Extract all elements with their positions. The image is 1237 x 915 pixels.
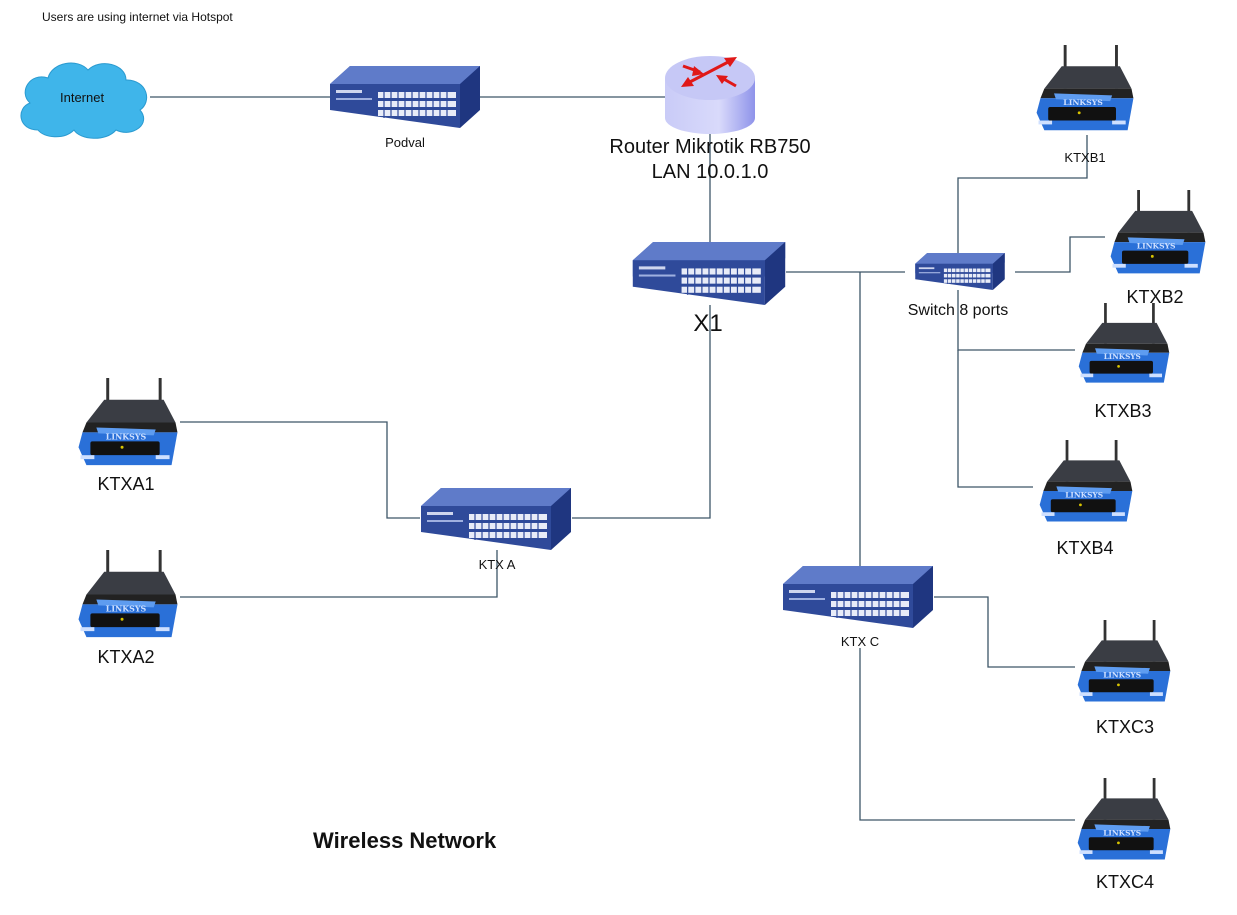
- switch8-node[interactable]: Switch 8 ports: [908, 253, 1008, 319]
- wireless-router-icon: [1078, 303, 1170, 383]
- router-label-line2: LAN 10.0.1.0: [652, 161, 769, 183]
- wireless-router-icon: [1077, 620, 1171, 702]
- switch-icon: [914, 253, 1006, 290]
- ktxc3-label: KTXC3: [1096, 717, 1154, 737]
- switch-icon: [420, 488, 572, 550]
- wireless-router-icon: [1110, 190, 1206, 274]
- ktxb3-ap[interactable]: KTXB3: [1078, 303, 1170, 421]
- link-ktxa-ktxa1: [180, 421, 420, 519]
- ktxa2-label: KTXA2: [97, 647, 154, 667]
- ktxa-switch[interactable]: KTX A: [420, 488, 572, 572]
- podval-label: Podval: [385, 135, 425, 150]
- ktxb4-ap[interactable]: KTXB4: [1039, 440, 1133, 558]
- header-note: Users are using internet via Hotspot: [42, 10, 233, 24]
- wireless-router-icon: [1077, 778, 1171, 860]
- internet-label: Internet: [60, 90, 104, 105]
- ktxc-label: KTX C: [841, 634, 879, 649]
- mikrotik-router[interactable]: Router Mikrotik RB750 LAN 10.0.1.0: [609, 56, 811, 183]
- footer-title: Wireless Network: [313, 828, 497, 853]
- ktxa1-label: KTXA1: [97, 474, 154, 494]
- x1-label: X1: [693, 310, 722, 337]
- link-switch8-ktxb3: [957, 290, 1075, 351]
- link-ktxc-ktxc4: [859, 648, 1075, 821]
- wireless-router-icon: [1039, 440, 1133, 522]
- links: [150, 96, 1105, 821]
- ktxa-label: KTX A: [479, 557, 516, 572]
- link-ktxc-ktxc3: [934, 596, 1075, 668]
- ktxc-switch[interactable]: KTX C: [782, 566, 934, 649]
- ktxa2-ap[interactable]: KTXA2: [78, 550, 178, 667]
- x1-switch[interactable]: X1: [632, 242, 786, 337]
- ktxb2-label: KTXB2: [1126, 287, 1183, 307]
- link-switch8-ktxb1: [957, 135, 1088, 254]
- ktxc3-ap[interactable]: KTXC3: [1077, 620, 1171, 737]
- ktxb3-label: KTXB3: [1094, 401, 1151, 421]
- ktxb1-label: KTXB1: [1064, 150, 1105, 165]
- wireless-router-icon: [1036, 45, 1134, 131]
- switch-icon: [330, 66, 480, 128]
- link-switch8-ktxb4: [957, 350, 1033, 488]
- link-switch8-ktxb2: [1015, 236, 1105, 273]
- wireless-router-icon: [78, 550, 178, 638]
- switch-icon: [632, 242, 786, 305]
- ktxb2-ap[interactable]: KTXB2: [1110, 190, 1206, 307]
- podval-switch[interactable]: Podval: [330, 66, 480, 150]
- switch-icon: [782, 566, 934, 628]
- internet-node[interactable]: Internet: [20, 62, 148, 139]
- router-icon: [665, 56, 755, 134]
- wireless-router-icon: [78, 378, 178, 466]
- link-x1-ktxa: [572, 305, 711, 519]
- cloud-icon: [20, 62, 148, 139]
- switch8-label: Switch 8 ports: [908, 302, 1008, 319]
- ktxc4-label: KTXC4: [1096, 872, 1154, 892]
- ktxa1-ap[interactable]: KTXA1: [78, 378, 178, 494]
- ktxc4-ap[interactable]: KTXC4: [1077, 778, 1171, 892]
- router-label-line1: Router Mikrotik RB750: [609, 136, 810, 158]
- ktxb1-ap[interactable]: KTXB1: [1036, 45, 1134, 165]
- link-ktxa-ktxa2: [180, 550, 498, 598]
- ktxb4-label: KTXB4: [1056, 538, 1113, 558]
